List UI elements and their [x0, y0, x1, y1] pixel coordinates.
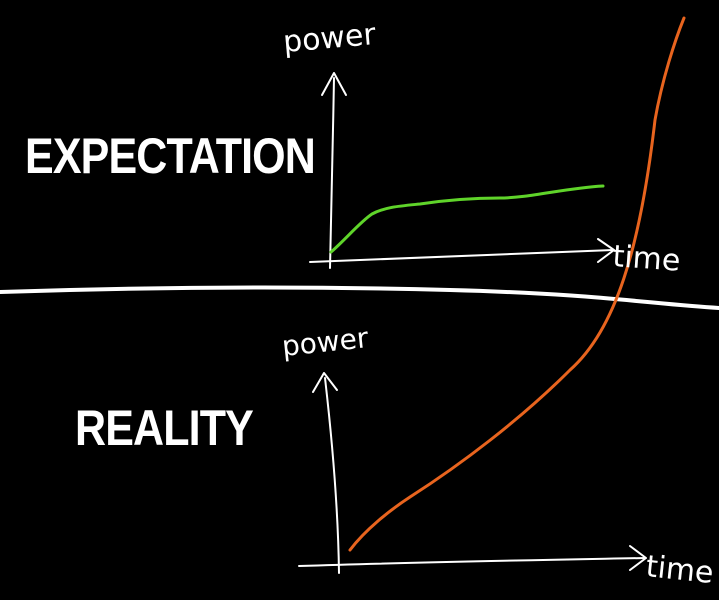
bottom-x-arrow — [629, 545, 647, 571]
bottom-y-axis — [324, 377, 340, 574]
top-x-arrow — [597, 238, 615, 263]
reality-curve — [348, 16, 686, 552]
bottom-x-axis-label: time — [644, 549, 715, 591]
divider-line — [0, 285, 719, 310]
bottom-x-axis — [298, 557, 646, 567]
bottom-y-arrow — [312, 372, 338, 393]
top-x-axis — [309, 249, 614, 263]
reality-label: REALITY — [75, 400, 254, 456]
top-y-arrow — [321, 72, 347, 96]
top-x-axis-label: time — [611, 239, 681, 279]
top-y-axis-label: power — [282, 17, 378, 60]
bottom-y-axis-label: power — [280, 321, 370, 363]
top-y-axis — [329, 77, 335, 269]
top-axes — [309, 72, 615, 269]
bottom-axes — [298, 372, 647, 574]
expectation-curve — [329, 184, 605, 254]
expectation-label: EXPECTATION — [25, 128, 316, 184]
